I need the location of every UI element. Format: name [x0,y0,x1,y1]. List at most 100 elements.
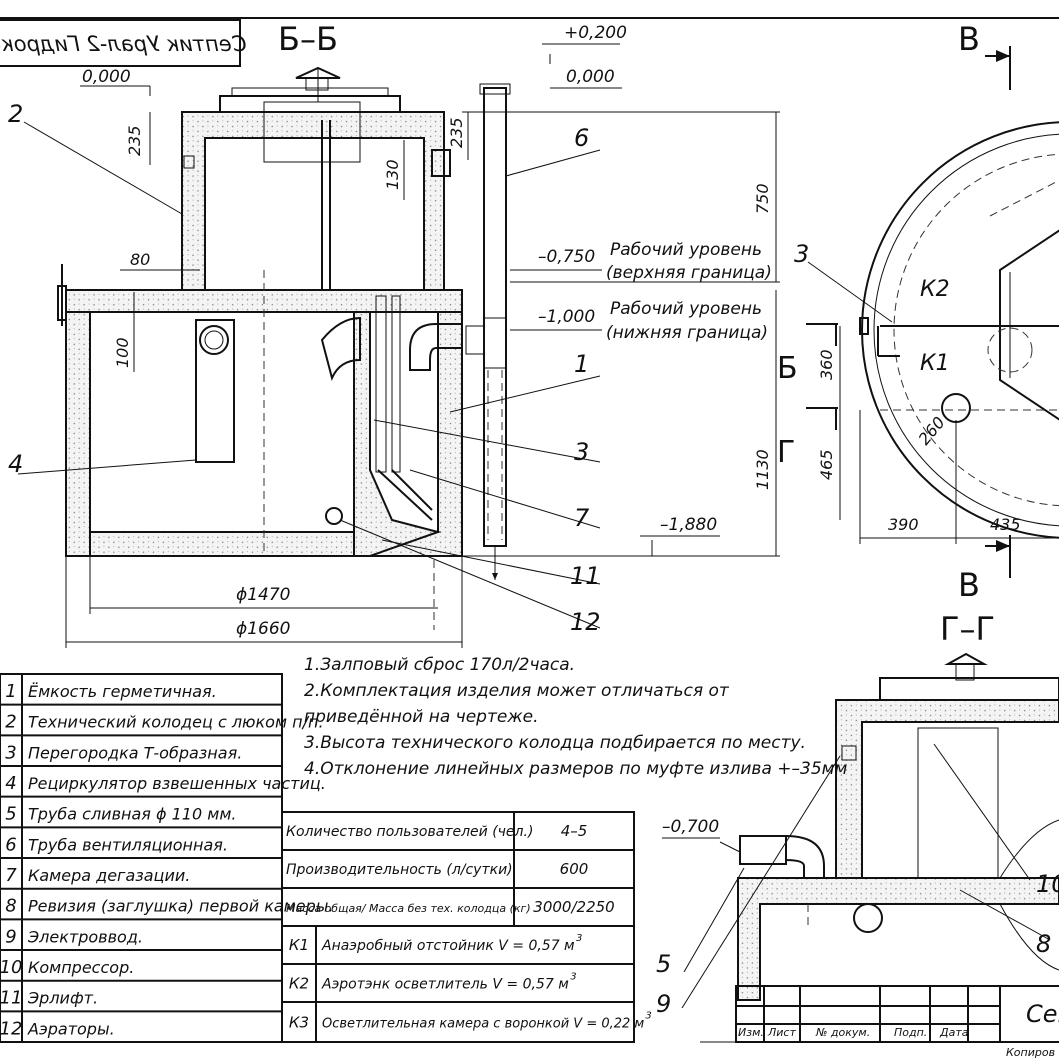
callout-5: 5 [656,950,671,978]
tb-copy: Копиров [1006,1046,1055,1059]
chamber-desc: Аэротэнк осветлитель V = 0,57 м [321,977,569,993]
note-line: приведённой на чертеже. [304,707,539,727]
note-line: 4.Отклонение линейных размеров по муфте … [304,759,847,779]
chamber-sup: 3 [576,933,582,944]
spec-label: Производительность (л/сутки) [286,862,513,878]
dim-435: 435 [990,515,1021,534]
partition-t [353,311,442,557]
section-v-top-label: В [958,20,980,58]
legend-num: 11 [0,988,22,1009]
tb-doc: № докум. [815,1026,870,1039]
section-v-markers [985,46,1011,578]
callout-4: 4 [8,450,23,478]
plan-view: К2 К1 360 465 260 390 435 3 [794,121,1059,544]
legend-item: Эрлифт. [27,989,98,1008]
tb-data: Дата [939,1026,969,1039]
legend-item: Труба вентиляционная. [28,835,228,854]
dim-260: 260 [915,413,949,449]
legend-num: 3 [5,742,16,763]
tb-stamp: Сеп [1026,1000,1059,1028]
vent-pipe [483,87,507,547]
dim-235-left: 235 [125,125,144,156]
callout-10: 10 [1036,870,1059,898]
dim-100: 100 [113,337,132,368]
work-level-upper-2: (верхняя граница) [606,263,772,283]
dim-390: 390 [888,515,919,534]
legend-item: Технический колодец с люком п/п. [28,713,324,732]
legend-item: Аэраторы. [27,1019,115,1038]
section-bb-label: Б–Б [278,20,338,58]
note-line: 3.Высота технического колодца подбираетс… [304,733,806,753]
callout-3-plan: 3 [794,240,809,268]
legend-num: 7 [5,865,17,886]
section-gg-label: Г–Г [940,610,995,648]
dim-235-right: 235 [447,117,466,148]
tb-izm: Изм. [738,1026,764,1039]
dim-750: 750 [753,183,772,214]
legend-num: 10 [0,957,22,978]
chamber-sup: 3 [645,1010,651,1021]
work-level-upper-1: Рабочий уровень [610,240,762,260]
chamber-code: К2 [289,975,309,993]
callout-11: 11 [570,562,601,590]
level-markers: 0,000 +0,200 0,000 –0,750 –1,000 –1,880 … [80,23,780,557]
tb-list: Лист [767,1026,796,1039]
title-mirrored: Септик Урал-2 Гидрокс [0,32,246,56]
chamber-k1-label: К1 [920,351,950,376]
dim-1130: 1130 [753,449,772,490]
level-top-plus: +0,200 [564,23,627,43]
section-g-label: Г [777,435,795,470]
spec-value: 4–5 [561,822,588,840]
chamber-desc: Осветлительная камера с воронкой V = 0,2… [322,1016,644,1031]
section-b-label: Б [777,351,798,386]
spec-value: 3000/2250 [533,898,614,916]
chamber-k2-label: К2 [920,277,950,302]
title-block: Изм. Лист № докум. Подп. Дата Сеп Копиро… [700,985,1059,1059]
dim-phi1470: ϕ1470 [236,585,290,605]
dimensions-bb: 235 235 130 750 1130 80 100 ϕ1470 ϕ1660 [65,112,777,648]
specs-table: Количество пользователей (чел.) 4–5Произв… [281,811,635,927]
level-m1880: –1,880 [660,515,717,535]
note-line: 2.Комплектация изделия может отличаться … [304,681,730,701]
level-m1000: –1,000 [538,307,595,327]
legend-num: 12 [0,1018,22,1039]
legend-num: 1 [5,681,16,702]
legend-num: 4 [5,773,16,794]
callout-1: 1 [574,350,589,378]
dim-130: 130 [383,159,402,190]
callout-8: 8 [1036,930,1051,958]
title-box: Септик Урал-2 Гидрокс [0,19,246,67]
legend-item: Перегородка Т-образная. [28,743,242,762]
callout-9: 9 [656,990,671,1018]
section-gg-drawing: –0,700 5 9 10 8 [656,652,1059,1018]
legend-item: Камера дегазации. [28,866,190,885]
legend-item: Рециркулятор взвешенных частиц. [28,774,326,793]
technical-well [181,111,445,291]
spec-value: 600 [560,860,589,878]
legend-num: 6 [5,834,16,855]
section-bb-drawing [57,66,511,630]
legend-num: 8 [5,896,16,917]
legend-item: Труба сливная ϕ 110 мм. [28,805,236,824]
callout-7: 7 [574,504,590,532]
note-line: 1.Залповый сброс 170л/2часа. [304,655,575,675]
callout-6: 6 [574,124,589,152]
callouts-bb: 2 6 1 3 7 11 12 4 [8,100,601,636]
legend-item: Ёмкость герметичная. [28,682,217,701]
work-level-lower-2: (нижняя граница) [606,323,768,343]
chamber-code: К3 [289,1013,309,1031]
chamber-code: К1 [289,936,309,954]
spec-label: Количество пользователей (чел.) [286,824,533,840]
callout-2: 2 [8,100,23,128]
dim-phi1660: ϕ1660 [236,619,290,639]
level-m0750: –0,750 [538,247,595,267]
notes: 1.Залповый сброс 170л/2часа. 2.Комплектац… [304,655,847,779]
legend-item: Электроввод. [27,927,143,946]
dim-360: 360 [817,349,836,380]
chamber-desc: Анаэробный отстойник V = 0,57 м [321,938,575,954]
dim-465: 465 [817,449,836,480]
callout-12: 12 [570,608,601,636]
